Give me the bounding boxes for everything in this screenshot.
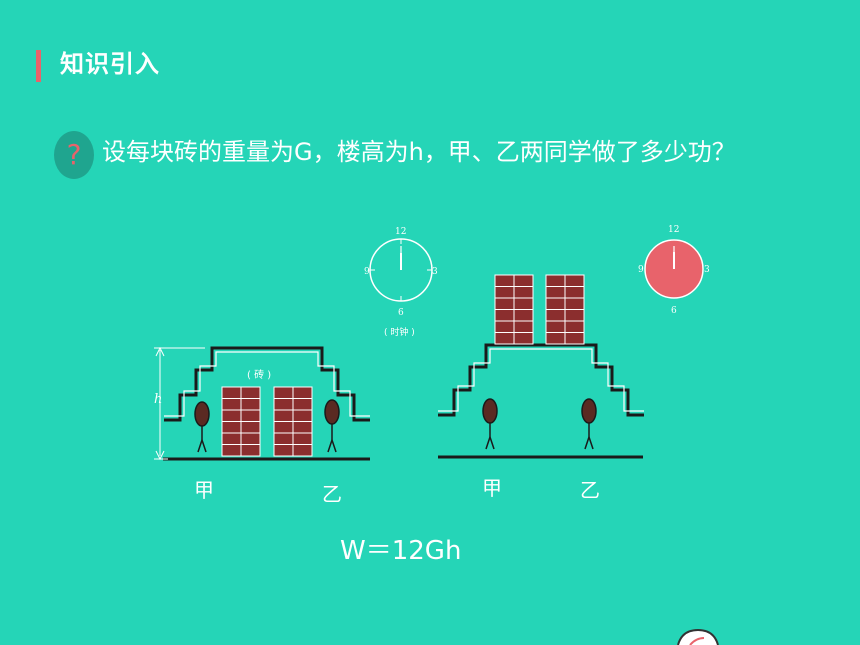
clock-right-6: 6 [671,306,677,316]
height-dimension [154,346,205,461]
left-stairs-inner [164,351,370,417]
clock-right-icon [644,239,704,299]
clock-left-3: 3 [432,267,438,277]
question-text: 设每块砖的重量为G，楼高为h，甲、乙两同学做了多少功？ [102,138,736,166]
label-yi-left: 乙 [322,482,342,506]
person-yi-right [581,398,597,450]
brick-stack-right-2 [545,274,585,345]
height-label: h [154,392,162,407]
section-accent-bar [36,50,41,82]
clock-left-6: 6 [398,308,404,318]
clock-right-9: 9 [638,265,644,275]
label-jia-right: 甲 [482,476,502,500]
clock-left-12: 12 [395,227,406,237]
brick-stack-right-1 [494,274,534,345]
person-yi-left [324,399,340,453]
brick-label: ( 砖 ) [247,368,271,381]
clock-left-icon [369,238,433,302]
section-title: 知识引入 [60,50,160,78]
right-stairs [438,343,644,417]
left-brick-stacks [221,386,313,457]
label-jia-left: 甲 [194,478,214,502]
clock-right-3: 3 [704,265,710,275]
question-icon: ? [54,131,94,179]
work-formula: W＝12Gh [340,536,462,566]
clock-left-9: 9 [364,267,370,277]
decorative-mascot-icon [677,628,719,645]
brick-stack-left-2 [273,386,313,457]
person-jia-right [482,398,498,450]
label-yi-right: 乙 [580,478,600,502]
right-brick-stacks [494,274,585,345]
right-stairs-inner [438,348,644,412]
clock-caption: ( 时钟 ) [384,326,415,338]
left-stairs [164,346,370,422]
brick-stack-left-1 [221,386,261,457]
person-jia-left [194,401,210,453]
clock-right-12: 12 [668,225,679,235]
